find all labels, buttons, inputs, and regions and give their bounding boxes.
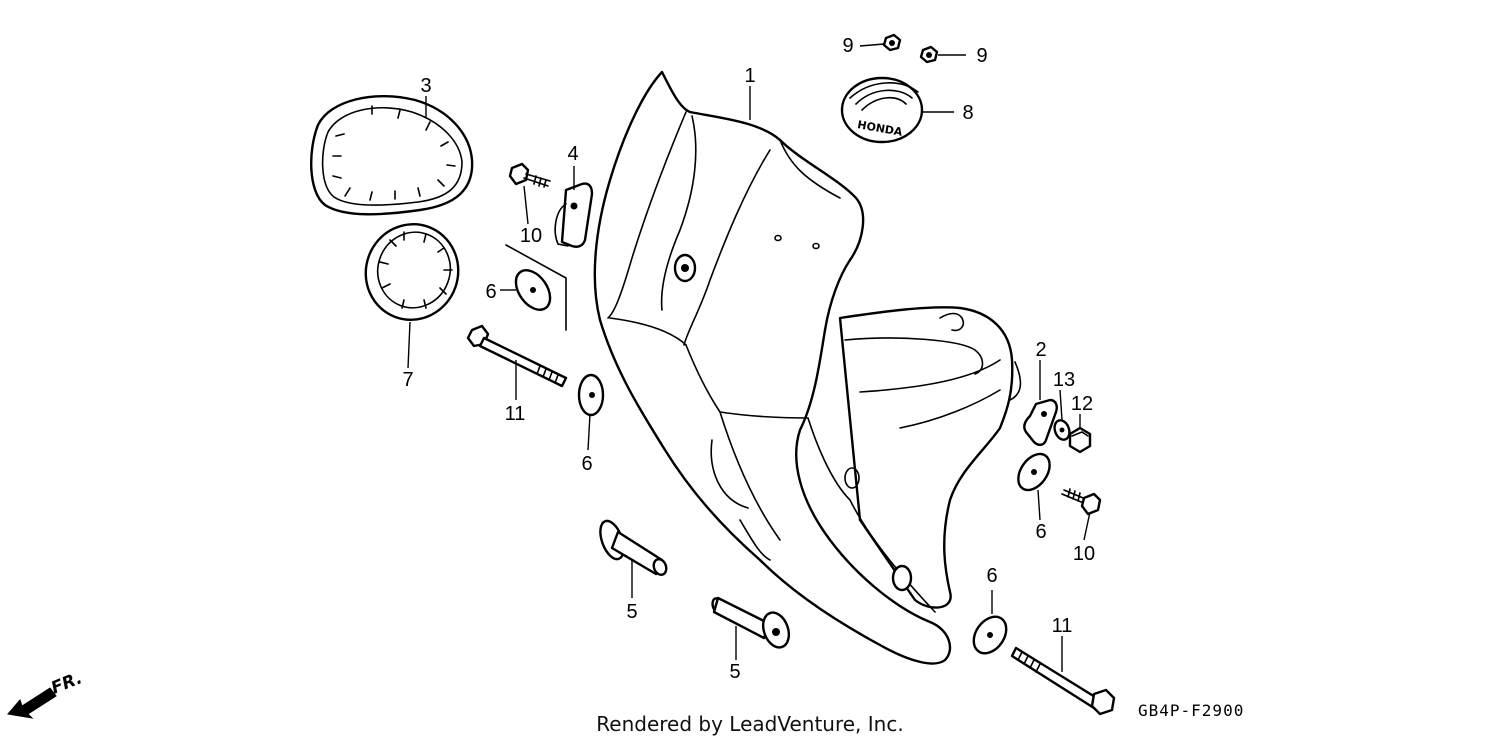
callout-6-middle: 6 (581, 453, 592, 475)
part-8-emblem: HONDA (840, 76, 924, 144)
callout-1: 1 (744, 65, 755, 87)
callout-6-right: 6 (1035, 521, 1046, 543)
part-12-nut (1068, 426, 1092, 454)
part-11-long-bolt-right (1010, 646, 1116, 716)
footer-credit: Rendered by LeadVenture, Inc. (596, 712, 904, 736)
callout-2: 2 (1035, 339, 1046, 361)
callout-8: 8 (962, 102, 973, 124)
part-3-air-scoop (310, 94, 474, 216)
part-7-grommet-ring (364, 223, 460, 321)
part-10-bolt-upper (508, 162, 551, 188)
part-6-washer-d (972, 615, 1008, 655)
part-6-washer-a (514, 269, 552, 311)
callout-13: 13 (1053, 369, 1075, 391)
callout-6-bottom: 6 (986, 565, 997, 587)
diagram-code: GB4P-F2900 (1138, 701, 1244, 720)
part-5-collar-left (599, 519, 668, 576)
part-1-front-cover (593, 70, 1014, 665)
callout-9-right: 9 (976, 45, 987, 67)
front-label: FR. (48, 668, 85, 698)
part-13-washer (1053, 419, 1071, 441)
callout-11-right: 11 (1052, 615, 1073, 637)
callout-4: 4 (567, 143, 578, 165)
callout-10-right: 10 (1073, 543, 1095, 565)
callout-10-upper: 10 (520, 225, 542, 247)
part-2-bracket (1009, 361, 1058, 446)
part-4-bracket (554, 182, 594, 248)
callout-3: 3 (420, 75, 431, 97)
part-6-washer-c (1017, 452, 1051, 492)
callout-12: 12 (1071, 393, 1093, 415)
part-11-long-bolt-left (466, 324, 568, 388)
callout-11-left: 11 (505, 403, 526, 425)
callout-5-left: 5 (626, 601, 637, 623)
leader-lines (407, 43, 1091, 672)
part-6-washer-b (577, 373, 605, 417)
part-10-bolt-right (1061, 488, 1102, 516)
part-5-collar-middle (711, 596, 791, 649)
front-arrow-icon (7, 687, 57, 719)
callout-numbers: 1 9 9 8 3 4 10 6 7 11 6 5 5 2 13 12 6 10… (402, 35, 1095, 683)
callout-6-upper: 6 (485, 281, 496, 303)
callout-9-left: 9 (842, 35, 853, 57)
part-9-nuts (882, 33, 939, 64)
callout-5-middle: 5 (729, 661, 740, 683)
callout-7: 7 (402, 369, 413, 391)
front-direction-indicator: FR. (7, 668, 85, 719)
